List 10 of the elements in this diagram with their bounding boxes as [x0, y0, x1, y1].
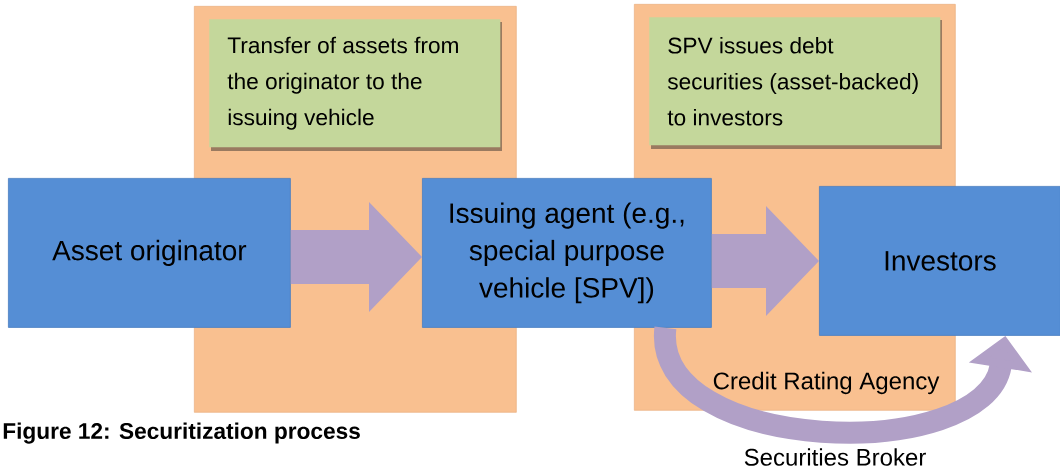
process-box: Issuing agent (e.g., special purpose vehicle [SPV])	[422, 178, 712, 328]
text-label: Credit Rating Agency	[713, 371, 940, 395]
note-box: SPV issues debt securities (asset-backed) to investors	[649, 17, 942, 149]
process-box: Investors	[819, 186, 1060, 336]
block-arrow	[711, 206, 819, 316]
process-box: Asset originator	[8, 178, 291, 328]
note-box: Transfer of assets from the originator to the issuing vehicle	[209, 19, 502, 151]
block-arrow	[290, 202, 422, 312]
text-label: Securities Broker	[744, 448, 926, 466]
figure-caption: Figure 12: Securitization process	[3, 422, 360, 444]
